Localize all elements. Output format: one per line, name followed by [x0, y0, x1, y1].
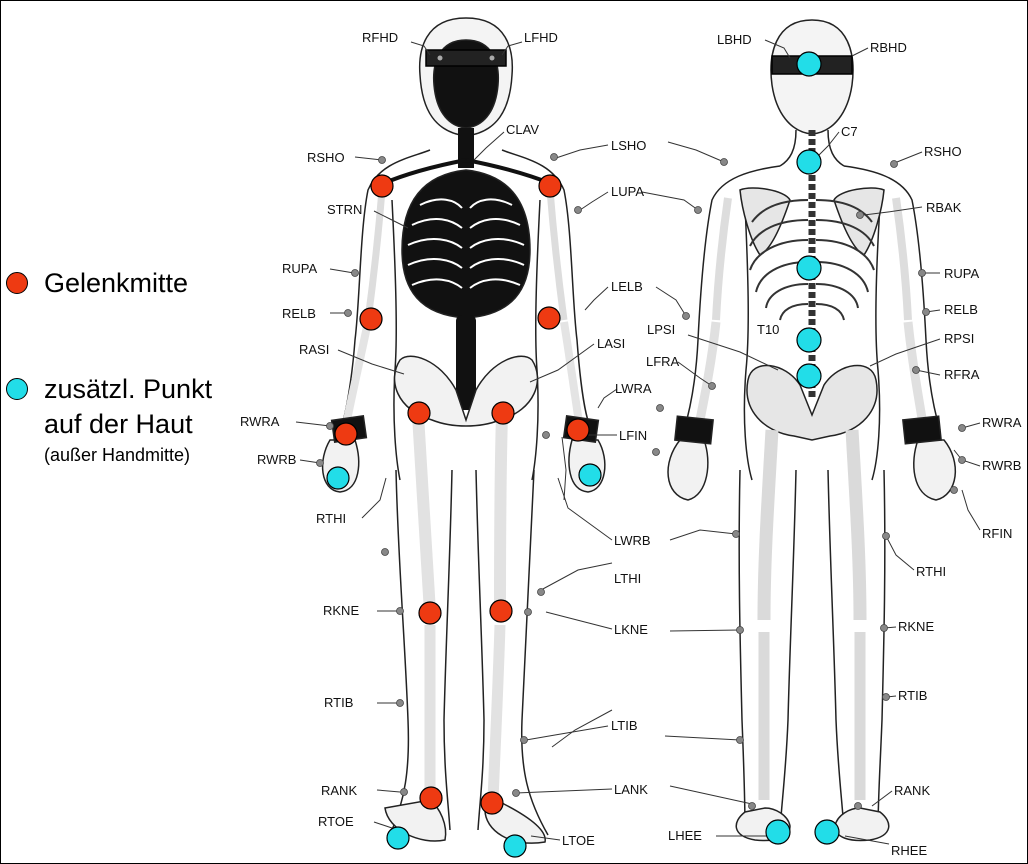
label-rbhd: RBHD — [870, 40, 907, 55]
label-rank-back: RANK — [894, 783, 930, 798]
label-lfin: LFIN — [619, 428, 647, 443]
label-lbhd: LBHD — [717, 32, 752, 47]
label-relb-front: RELB — [282, 306, 316, 321]
label-ltoe: LTOE — [562, 833, 595, 848]
back-right-humerus — [896, 198, 908, 320]
front-right-elbow-dot — [360, 308, 382, 330]
label-lhee: LHEE — [668, 828, 702, 843]
back-right-forearm — [908, 322, 924, 430]
label-lwrb: LWRB — [614, 533, 651, 548]
front-right-shoulder-dot — [371, 175, 393, 197]
label-rtoe: RTOE — [318, 814, 354, 829]
label-lkne: LKNE — [614, 622, 648, 637]
label-rasi: RASI — [299, 342, 329, 357]
label-strn: STRN — [327, 202, 362, 217]
label-c7: C7 — [841, 124, 858, 139]
label-relb-back: RELB — [944, 302, 978, 317]
label-rtib-front: RTIB — [324, 695, 353, 710]
front-right-femur — [418, 415, 430, 612]
label-rtib-back: RTIB — [898, 688, 927, 703]
back-right-heel-dot — [815, 820, 839, 844]
back-right-femur — [852, 430, 860, 620]
label-rhee: RHEE — [891, 843, 927, 858]
front-left-forearm — [564, 322, 580, 430]
back-t6-dot — [797, 256, 821, 280]
label-lsho: LSHO — [611, 138, 646, 153]
front-right-wrist-dot — [335, 423, 357, 445]
label-rthi-front: RTHI — [316, 511, 346, 526]
label-rwra-back: RWRA — [982, 415, 1022, 430]
back-figure — [668, 20, 955, 840]
label-rwra-front: RWRA — [240, 414, 280, 429]
front-left-hip-dot — [492, 402, 514, 424]
back-sacrum-dot — [797, 364, 821, 388]
front-right-humerus — [368, 190, 382, 320]
front-left-ankle-dot — [481, 792, 503, 814]
front-left-hand-center-dot — [579, 464, 601, 486]
back-right-scapula — [834, 188, 884, 255]
front-right-toe-dot — [387, 827, 409, 849]
label-lthi: LTHI — [614, 571, 641, 586]
label-rpsi: RPSI — [944, 331, 974, 346]
label-rupa-front: RUPA — [282, 261, 317, 276]
label-rfra: RFRA — [944, 367, 980, 382]
front-left-leg-outline — [476, 470, 548, 835]
front-left-toe-dot — [504, 835, 526, 857]
label-lasi: LASI — [597, 336, 625, 351]
back-left-hand — [668, 440, 708, 500]
label-lank: LANK — [614, 782, 648, 797]
front-left-humerus — [550, 190, 564, 320]
back-c7-dot — [797, 150, 821, 174]
front-right-ankle-dot — [420, 787, 442, 809]
front-left-shoulder-dot — [539, 175, 561, 197]
front-left-wrist-dot — [567, 419, 589, 441]
label-rsho-front: RSHO — [307, 150, 345, 165]
front-left-femur — [500, 415, 502, 612]
label-lupa: LUPA — [611, 184, 644, 199]
back-head-dot — [797, 52, 821, 76]
label-lwra: LWRA — [615, 381, 652, 396]
front-right-hand-center-dot — [327, 467, 349, 489]
back-left-heel-dot — [766, 820, 790, 844]
label-rsho-back: RSHO — [924, 144, 962, 159]
front-right-forearm — [345, 322, 368, 430]
label-t10: T10 — [757, 322, 779, 337]
front-right-hip-dot — [408, 402, 430, 424]
back-left-scapula — [740, 188, 790, 255]
label-lfhd: LFHD — [524, 30, 558, 45]
label-lpsi: LPSI — [647, 322, 675, 337]
label-rwrb-back: RWRB — [982, 458, 1021, 473]
label-lfra: LFRA — [646, 354, 680, 369]
back-right-wrist-band — [903, 416, 941, 444]
label-rfhd: RFHD — [362, 30, 398, 45]
front-lumbar-spine — [456, 315, 476, 410]
back-left-forearm — [698, 322, 716, 430]
label-rthi-back: RTHI — [916, 564, 946, 579]
label-rkne-front: RKNE — [323, 603, 359, 618]
front-left-elbow-dot — [538, 307, 560, 329]
label-rkne-back: RKNE — [898, 619, 934, 634]
label-rwrb-front: RWRB — [257, 452, 296, 467]
label-lelb: LELB — [611, 279, 643, 294]
back-head-outline — [771, 20, 853, 134]
label-ltib: LTIB — [611, 718, 638, 733]
back-left-humerus — [716, 198, 728, 320]
front-left-knee-dot — [490, 600, 512, 622]
back-left-femur — [764, 430, 772, 620]
label-rbak: RBAK — [926, 200, 962, 215]
label-rupa-back: RUPA — [944, 266, 979, 281]
front-left-tibia — [493, 625, 500, 800]
back-left-wrist-band — [675, 416, 713, 444]
label-rfin: RFIN — [982, 526, 1012, 541]
back-right-hand — [914, 440, 956, 500]
front-figure — [323, 18, 605, 843]
label-clav: CLAV — [506, 122, 539, 137]
front-right-knee-dot — [419, 602, 441, 624]
front-ribcage — [402, 170, 530, 318]
back-t10-dot — [797, 328, 821, 352]
label-rank-front: RANK — [321, 783, 357, 798]
